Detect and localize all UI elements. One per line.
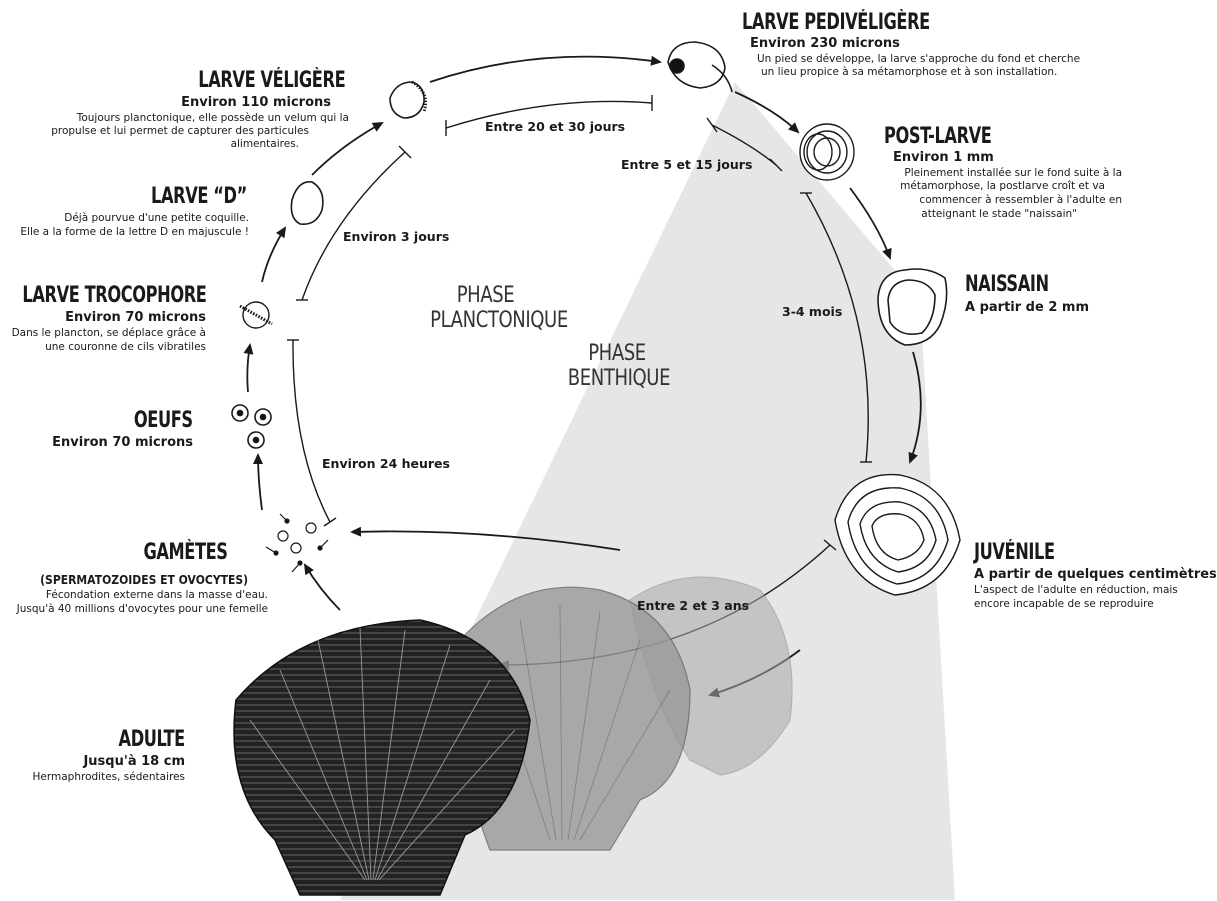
trochophore-desc-line1: Dans le plancton, se déplace grâce à (11, 327, 206, 339)
veliger-size: Environ 110 microns (181, 95, 331, 110)
post-larva-title-block: POST-LARVE (884, 124, 1015, 149)
gametes-desc-line2: Jusqu'à 40 millions d'ovocytes pour une … (16, 603, 268, 615)
gametes-desc-line1: Fécondation externe dans la masse d'eau. (45, 589, 268, 601)
adult-title-block: ADULTE (104, 727, 186, 752)
phase-benthic-line2: BENTHIQUE (567, 366, 671, 392)
veliger-desc-line2: propulse et lui permet de capturer des p… (51, 125, 309, 137)
eggs-title: OEUFS (134, 408, 193, 433)
eggs-title-block: OEUFS (121, 408, 193, 433)
d-larva-desc-line2: Elle a la forme de la lettre D en majusc… (20, 226, 249, 238)
d-larva-title: LARVE “D” (151, 184, 247, 209)
d-larva-title-block: LARVE “D” (130, 184, 247, 209)
veliger-desc-line3: alimentaires. (230, 138, 299, 150)
juvenile-desc-line2: encore incapable de se reproduire (974, 598, 1154, 610)
duration-juvenile-to-adult: Entre 2 et 3 ans (637, 598, 750, 613)
pediveliger-title-block: LARVE PEDIVÉLIGÈRE (742, 10, 971, 35)
spat-title-block: NAISSAIN (965, 272, 1067, 297)
gametes-subtitle: (SPERMATOZOIDES ET OVOCYTES) (39, 573, 248, 587)
spat-title: NAISSAIN (965, 272, 1049, 297)
trochophore-title: LARVE TROCOPHORE (21, 283, 206, 308)
inner-duration-arcs (287, 95, 872, 670)
post-larva-desc-line4: atteignant le stade "naissain" (921, 208, 1077, 220)
adult-size: Jusqu'à 18 cm (83, 754, 185, 769)
adult-shell-dark (233, 619, 531, 896)
trochophore-size: Environ 70 microns (65, 310, 206, 325)
veliger-title: LARVE VÉLIGÈRE (198, 68, 345, 93)
duration-trochophore-to-veliger: Environ 3 jours (343, 229, 450, 244)
pediveliger-desc-line2: un lieu propice à sa métamorphose et à s… (761, 66, 1058, 78)
phase-benthic-line1: PHASE (588, 341, 646, 366)
trochophore-desc-line2: une couronne de cils vibratiles (45, 341, 206, 353)
pediveliger-title: LARVE PEDIVÉLIGÈRE (742, 10, 930, 35)
duration-postlarva-to-juvenile: 3-4 mois (782, 304, 843, 319)
phase-planktonic-line2: PLANCTONIQUE (430, 308, 568, 334)
pediveliger-size: Environ 230 microns (750, 36, 900, 51)
pediveliger-desc-line1: Un pied se développe, la larve s'approch… (757, 53, 1081, 65)
juvenile-size: A partir de quelques centimètres (974, 567, 1217, 582)
gametes-title-block: GAMÈTES (125, 540, 229, 565)
gametes-title: GAMÈTES (143, 540, 229, 565)
post-larva-desc-line1: Pleinement installée sur le fond suite à… (904, 167, 1122, 179)
juvenile-title-block: JUVÉNILE (974, 540, 1072, 565)
post-larva (799, 123, 855, 181)
post-larva-desc-line3: commencer à ressembler à l'adulte en (919, 194, 1122, 206)
veliger-title-block: LARVE VÉLIGÈRE (166, 68, 345, 93)
phase-planktonic-line1: PHASE (456, 283, 515, 308)
eggs (231, 404, 272, 449)
phase-planktonic-label: PHASE PLANCTONIQUE (430, 283, 568, 334)
duration-veliger-to-pediveliger: Entre 20 et 30 jours (485, 119, 626, 134)
veliger-desc-line1: Toujours planctonique, elle possède un v… (76, 112, 349, 124)
juvenile-shell (834, 473, 961, 596)
juvenile-title: JUVÉNILE (974, 540, 1055, 565)
adult-title: ADULTE (118, 727, 186, 752)
veliger-larva (389, 80, 427, 119)
post-larva-size: Environ 1 mm (893, 150, 994, 165)
trochophore-larva (239, 301, 273, 329)
eggs-size: Environ 70 microns (52, 435, 193, 450)
phase-benthic-label: PHASE BENTHIQUE (567, 341, 671, 392)
gametes-subtitle-block: (SPERMATOZOIDES ET OVOCYTES) (17, 570, 248, 588)
pediveliger-larva (667, 41, 733, 93)
trochophore-title-block: LARVE TROCOPHORE (0, 283, 206, 308)
spat-shell (877, 268, 948, 346)
adult-desc: Hermaphrodites, sédentaires (32, 771, 185, 783)
spat-size: A partir de 2 mm (965, 300, 1089, 315)
post-larva-title: POST-LARVE (884, 124, 992, 149)
post-larva-desc-line2: métamorphose, la postlarve croît et va (900, 180, 1105, 192)
gametes-cluster (265, 513, 329, 573)
duration-gametes-to-trochophore: Environ 24 heures (322, 456, 450, 471)
d-larva (290, 181, 324, 226)
d-larva-desc-line1: Déjà pourvue d'une petite coquille. (64, 212, 249, 224)
duration-pediveliger-to-postlarva: Entre 5 et 15 jours (621, 157, 753, 172)
juvenile-desc-line1: L'aspect de l'adulte en réduction, mais (974, 584, 1178, 596)
